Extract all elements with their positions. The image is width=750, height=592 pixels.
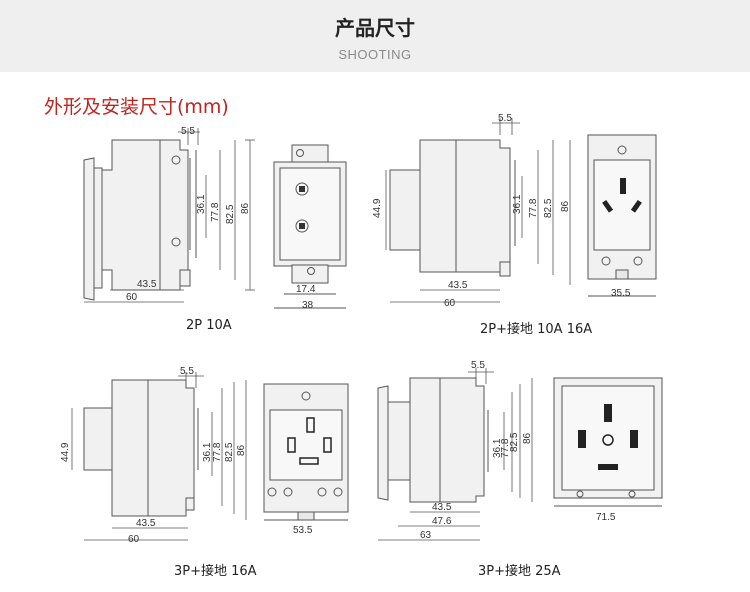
header-banner: 产品尺寸 SHOOTING	[0, 0, 750, 72]
dim-47-6: 47.6	[432, 516, 452, 527]
slot-left	[602, 199, 614, 213]
dim-36-1: 36.1	[196, 194, 207, 214]
center-screw-25	[602, 434, 614, 446]
dim-77-8: 77.8	[210, 202, 221, 222]
dim-17-4: 17.4	[296, 284, 316, 295]
dim-36-1-d: 36.1	[492, 438, 503, 458]
dim-60-c: 60	[128, 534, 140, 545]
fig-2p10a-side	[83, 139, 197, 301]
socket-slot-bottom	[299, 223, 305, 229]
slot-right-16	[323, 437, 332, 453]
dim-82-5-c: 82.5	[224, 442, 235, 462]
dim-63: 63	[420, 530, 432, 541]
dim-5-5-b: 5.5	[498, 113, 512, 124]
fig-2p10a-front	[273, 144, 347, 309]
fig-2pe-side	[389, 139, 516, 277]
dims-3pe25	[378, 368, 533, 541]
dim-82-5-b: 82.5	[543, 198, 554, 218]
dim-43-5: 43.5	[137, 279, 157, 290]
slot-top-25	[604, 404, 612, 422]
dim-36-1-c: 36.1	[202, 442, 213, 462]
dims-2pe	[385, 118, 571, 303]
dim-77-8-c: 77.8	[212, 442, 223, 462]
dim-43-5-d: 43.5	[432, 502, 452, 513]
section-title: 外形及安装尺寸(mm)	[44, 96, 229, 118]
slot-bottom-25	[598, 464, 618, 470]
dim-82-5: 82.5	[225, 204, 236, 224]
caption-2pe-10a16a: 2P+接地 10A 16A	[480, 322, 593, 337]
fig-3pe25-side	[377, 377, 489, 503]
dim-5-5-d: 5.5	[471, 360, 485, 371]
caption-3pe-25a: 3P+接地 25A	[478, 564, 561, 579]
slot-left-25	[578, 430, 586, 448]
dim-5-5: 5.5	[181, 126, 195, 137]
slot-top	[306, 417, 315, 433]
slot-right	[630, 199, 642, 213]
dim-38: 38	[302, 300, 314, 311]
fig-3pe16-front	[263, 383, 349, 521]
dim-77-8-b: 77.8	[528, 198, 539, 218]
dim-71-5: 71.5	[596, 512, 616, 523]
dim-77-8-d: 77.8	[500, 438, 511, 458]
dim-60-b: 60	[444, 298, 456, 309]
banner-subtitle: SHOOTING	[338, 47, 412, 62]
fig-2pe-front	[587, 134, 657, 297]
dim-86-b: 86	[560, 200, 571, 212]
dim-86: 86	[240, 202, 251, 214]
slot-left-16	[287, 437, 296, 453]
slot-right-25	[630, 430, 638, 448]
fig-3pe25-front	[553, 377, 663, 507]
dim-43-5-c: 43.5	[136, 518, 156, 529]
dim-36-1-b: 36.1	[512, 194, 523, 214]
dim-44-9: 44.9	[372, 198, 383, 218]
dim-5-5-c: 5.5	[180, 366, 194, 377]
dims-2p10a	[84, 128, 255, 303]
dim-43-5-b: 43.5	[448, 280, 468, 291]
dim-82-5-d: 82.5	[509, 432, 520, 452]
dim-60: 60	[126, 292, 138, 303]
dim-35-5: 35.5	[611, 288, 631, 299]
dim-53-5: 53.5	[293, 525, 313, 536]
dim-86-d: 86	[522, 432, 533, 444]
dims-3pe16	[71, 372, 247, 541]
slot-bottom-16	[299, 457, 319, 465]
banner-title: 产品尺寸	[335, 16, 415, 40]
slot-earth	[620, 178, 626, 194]
caption-3pe-16a: 3P+接地 16A	[174, 564, 257, 579]
dim-86-c: 86	[236, 444, 247, 456]
fig-3pe16-side	[83, 379, 199, 517]
socket-slot-top	[299, 186, 305, 192]
dim-44-9-c: 44.9	[60, 442, 71, 462]
caption-2p-10a: 2P 10A	[186, 318, 232, 333]
